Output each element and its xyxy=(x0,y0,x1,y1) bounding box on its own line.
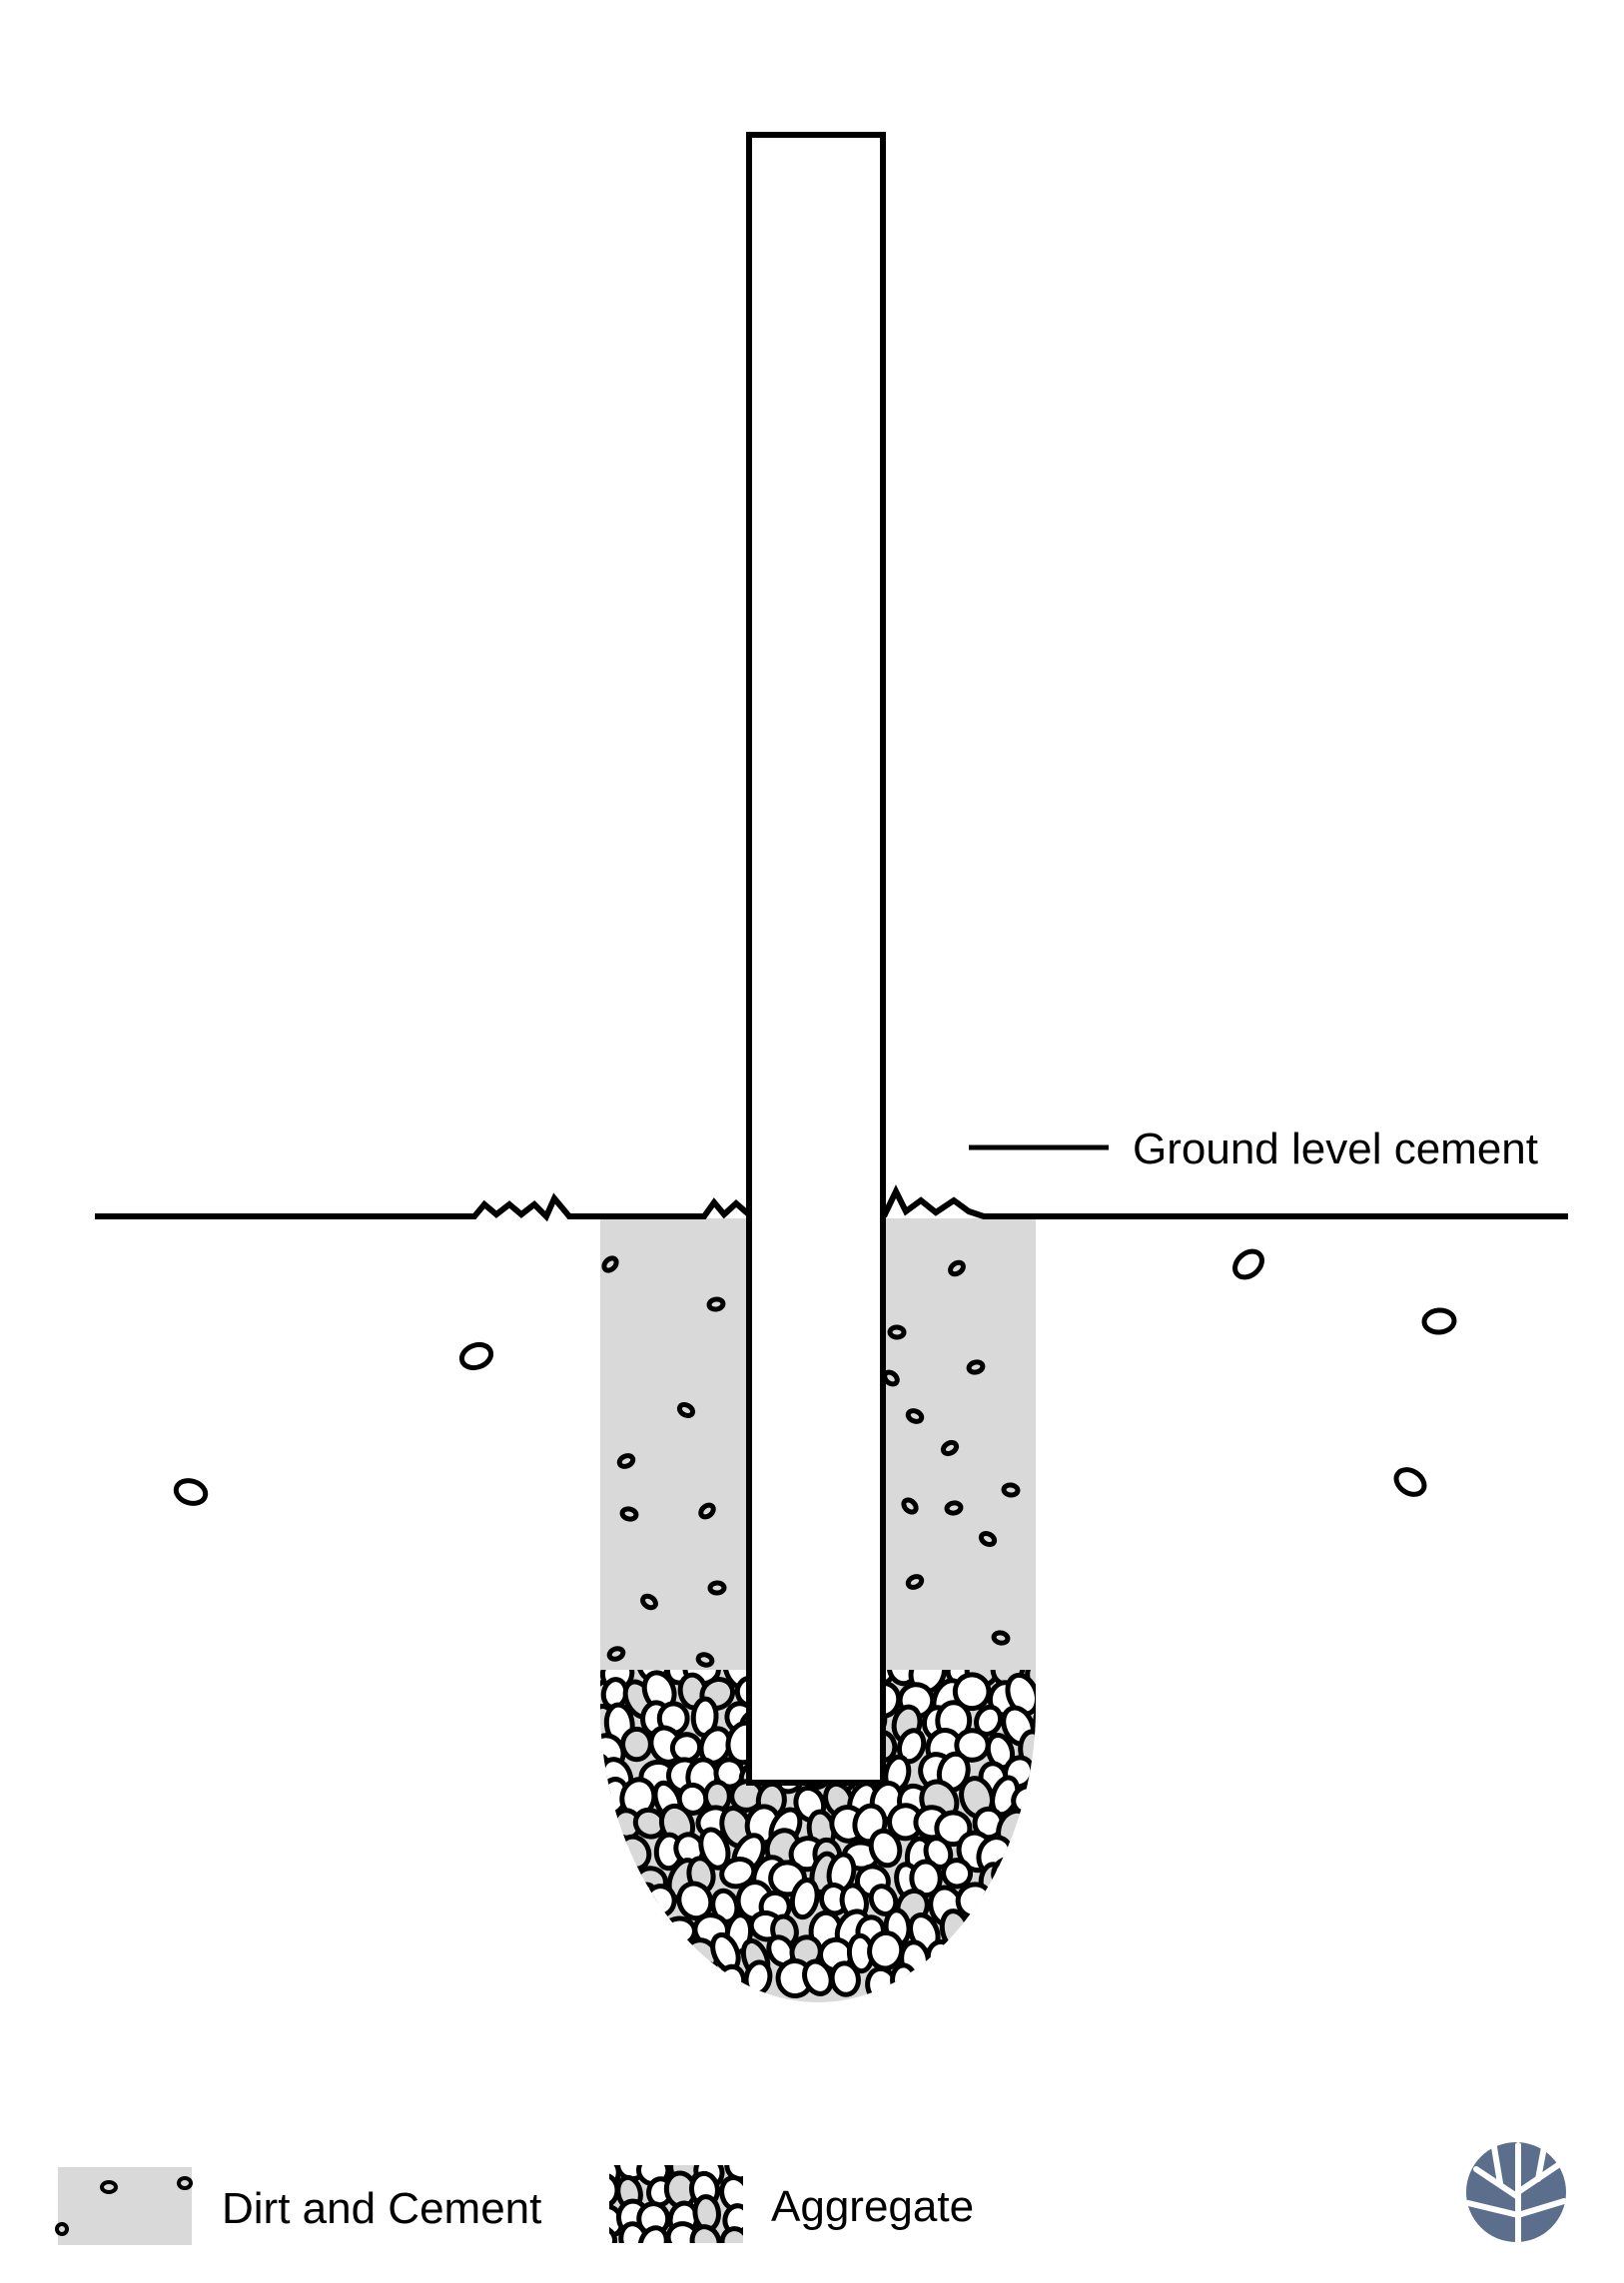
fence-post xyxy=(746,132,886,1786)
legend-swatch-dirt-cement xyxy=(55,2167,193,2245)
legend-label-dirt-cement: Dirt and Cement xyxy=(222,2184,542,2233)
tree-logo-icon xyxy=(1465,2142,1567,2245)
legend-swatch-aggregate xyxy=(609,2165,743,2243)
legend-label-aggregate: Aggregate xyxy=(771,2182,975,2231)
callout-label: Ground level cement xyxy=(1133,1125,1538,1173)
ground-line xyxy=(95,1184,1568,1222)
dirt-stones xyxy=(173,1248,1457,1668)
